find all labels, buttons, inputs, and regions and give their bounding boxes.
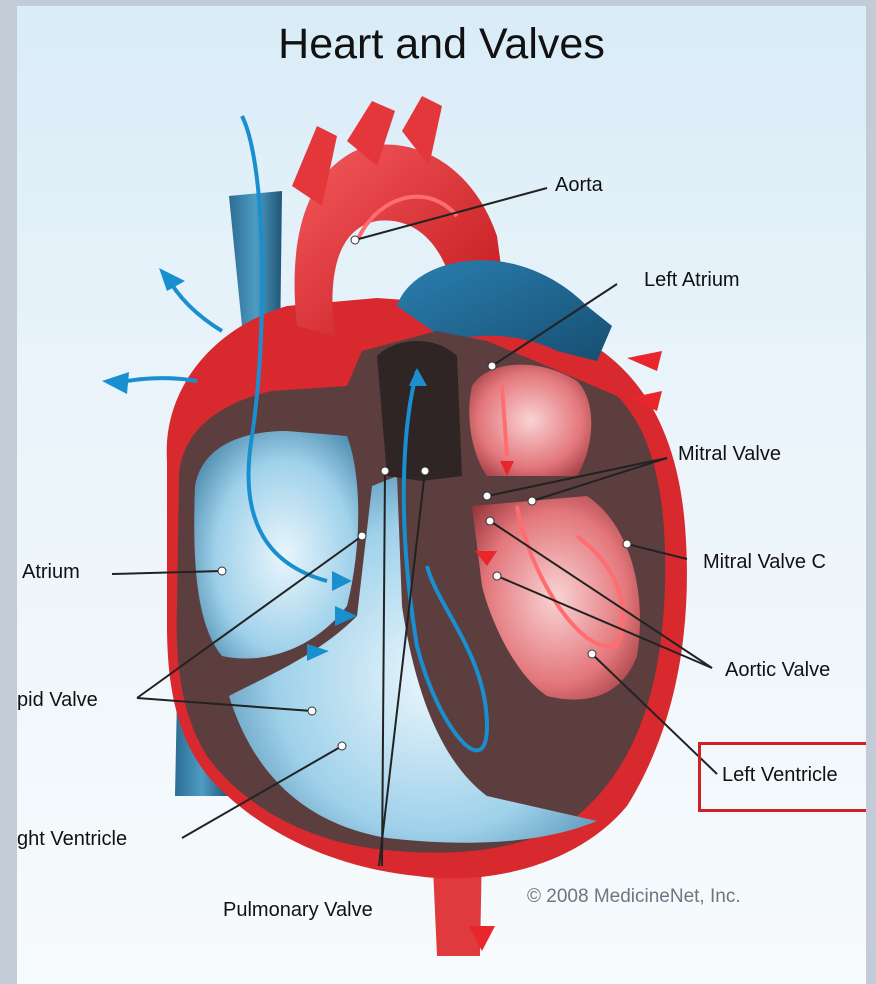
label-aortic-valve: Aortic Valve	[725, 659, 830, 682]
label-right-atrium: Atrium	[22, 561, 80, 584]
label-left-atrium: Left Atrium	[644, 269, 740, 292]
diagram-frame: Heart and Valves	[17, 6, 866, 984]
label-mitral-valve-chordae: Mitral Valve C	[703, 551, 826, 574]
left-atrium-chamber	[469, 365, 591, 476]
label-tricuspid-valve: pid Valve	[17, 689, 98, 712]
label-pulmonary-valve: Pulmonary Valve	[223, 899, 373, 922]
label-aorta: Aorta	[555, 174, 603, 197]
heart-illustration	[17, 6, 866, 984]
label-right-ventricle: ght Ventricle	[17, 828, 127, 851]
copyright-notice: © 2008 MedicineNet, Inc.	[527, 886, 741, 908]
septum	[377, 341, 462, 481]
label-mitral-valve: Mitral Valve	[678, 443, 781, 466]
left-ventricle-highlight-box	[698, 742, 866, 812]
